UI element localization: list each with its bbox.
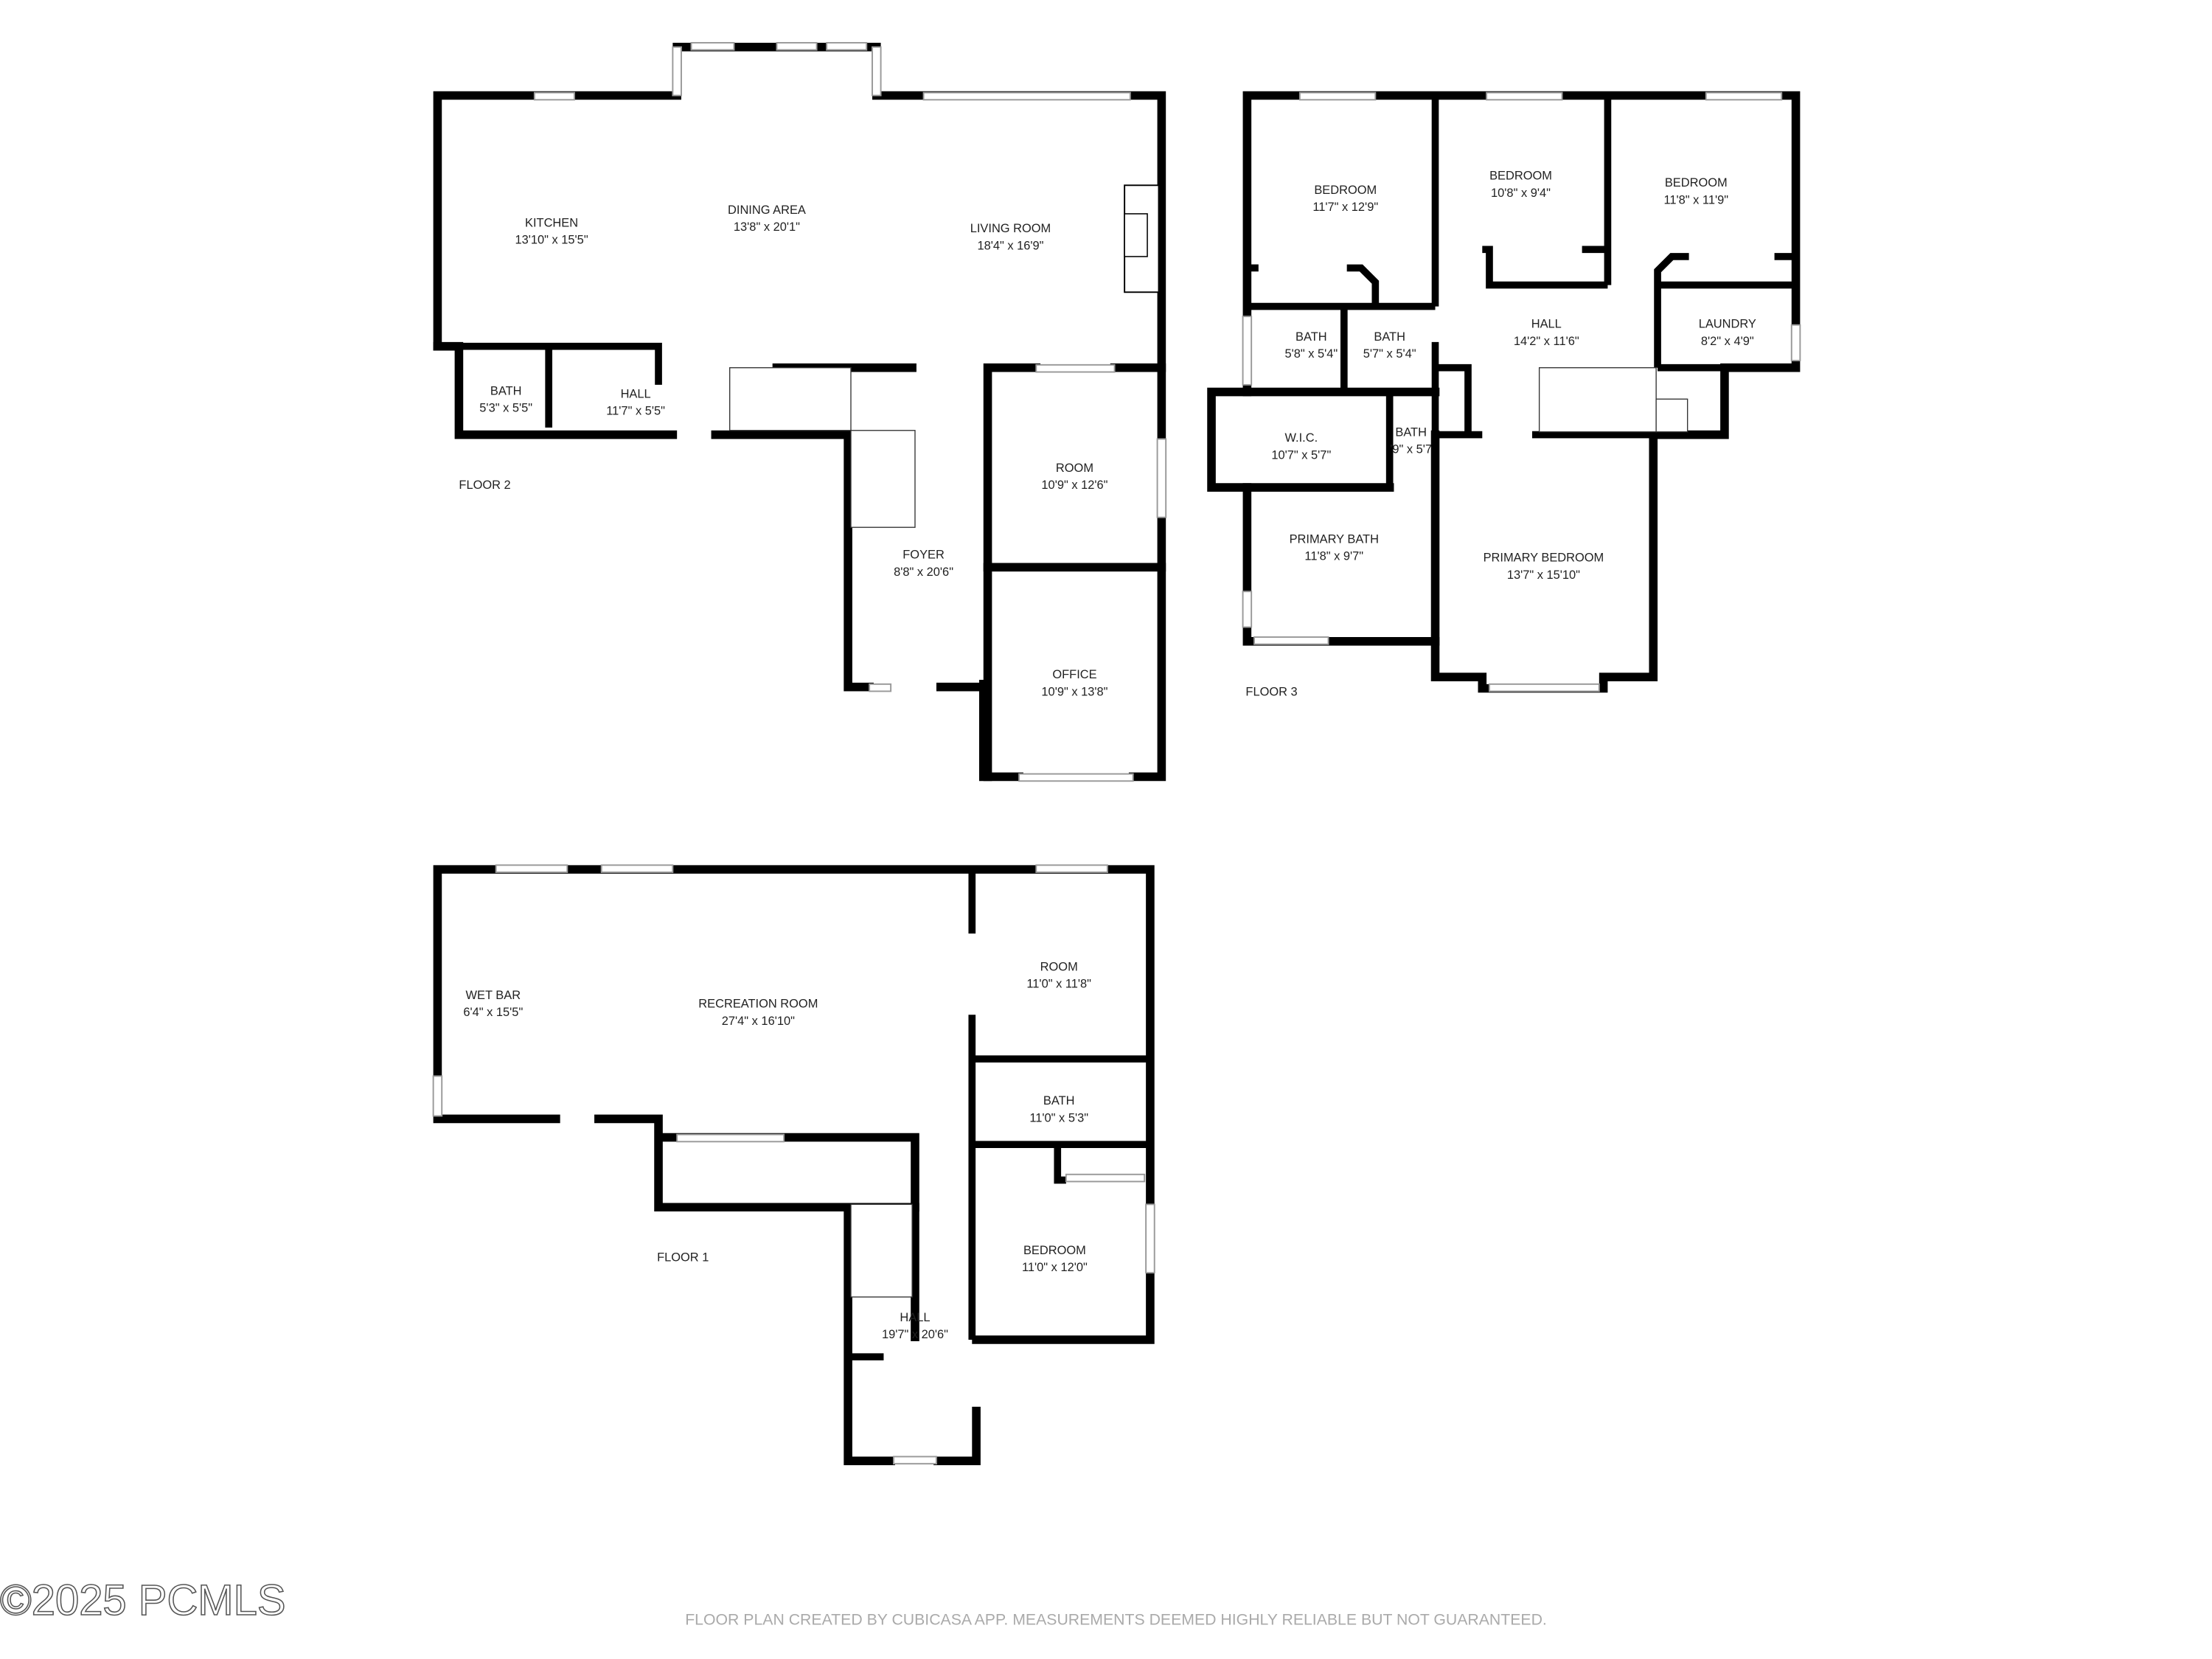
room-size: 10'9" x 13'8" — [1041, 685, 1107, 698]
room-name: BATH — [1395, 425, 1427, 439]
floor-3-windows — [1242, 91, 1801, 692]
room-name: HALL — [621, 387, 651, 400]
room-size: 11'0" x 5'3" — [1029, 1111, 1088, 1124]
room-size: 10'9" x 12'6" — [1041, 479, 1107, 492]
watermark: ©2025 PCMLS — [0, 1577, 286, 1624]
room-size: 11'7" x 5'5" — [606, 405, 665, 418]
room-size: 5'7" x 5'4" — [1363, 347, 1416, 361]
floor-3-stairs — [1538, 367, 1688, 433]
room-size: 13'10" x 15'5" — [515, 234, 588, 247]
room-size: 11'8" x 11'9" — [1663, 193, 1728, 206]
room-name: BATH — [490, 384, 522, 397]
footer-disclaimer: FLOOR PLAN CREATED BY CUBICASA APP. MEAS… — [685, 1611, 1547, 1629]
room-name: FOYER — [902, 549, 945, 562]
room-size: 5'3" x 5'5" — [479, 402, 532, 415]
room-name: BATH — [1374, 330, 1405, 344]
room-size: 13'8" x 20'1" — [734, 220, 800, 234]
room-name: ROOM — [1056, 462, 1093, 475]
room-size: 10'7" x 5'7" — [1271, 448, 1331, 462]
floor-3-walls — [1207, 91, 1801, 693]
room-size: 11'0" x 12'0" — [1022, 1261, 1088, 1274]
room-size: 8'8" x 20'6" — [894, 566, 953, 579]
fireplace — [1124, 184, 1160, 293]
room-size: 10'8" x 9'4" — [1491, 187, 1551, 200]
floor-label: FLOOR 3 — [1245, 685, 1297, 698]
room-name: PRIMARY BATH — [1290, 532, 1379, 546]
room-name: OFFICE — [1052, 668, 1096, 681]
room-size: 13'7" x 15'10" — [1507, 568, 1580, 582]
room-name: WET BAR — [466, 989, 521, 1002]
room-size: 11'7" x 12'9" — [1312, 201, 1378, 214]
room-size: 14'2" x 11'6" — [1514, 335, 1579, 348]
floor-1-walls — [433, 865, 1155, 1466]
floor-2-windows — [533, 42, 1167, 782]
room-name: BEDROOM — [1023, 1244, 1086, 1257]
room-name: BEDROOM — [1489, 170, 1552, 183]
room-name: W.I.C. — [1284, 431, 1318, 445]
room-size: 19'7" x 20'6" — [882, 1328, 948, 1341]
room-size: 11'0" x 11'8" — [1026, 978, 1091, 991]
room-name: PRIMARY BEDROOM — [1484, 552, 1604, 565]
room-name: LAUNDRY — [1699, 318, 1756, 331]
room-name: DINING AREA — [728, 204, 806, 217]
room-name: RECREATION ROOM — [698, 998, 818, 1011]
room-name: BEDROOM — [1314, 184, 1377, 197]
floor-label: FLOOR 1 — [657, 1251, 709, 1265]
room-size: 8'2" x 4'9" — [1701, 335, 1754, 348]
floor-1-stairs — [850, 1203, 913, 1298]
room-name: KITCHEN — [525, 216, 578, 229]
room-size: 5'8" x 5'4" — [1284, 347, 1338, 361]
room-labels: KITCHEN 13'10" x 15'5" DINING AREA 13'8"… — [459, 170, 1756, 1342]
room-size: '9" x 5'7 — [1390, 443, 1432, 456]
room-name: LIVING ROOM — [970, 222, 1051, 235]
room-name: HALL — [900, 1311, 930, 1324]
floor-1-plan — [432, 864, 1155, 1466]
room-name: BATH — [1043, 1094, 1075, 1107]
room-size: 6'4" x 15'5" — [463, 1006, 523, 1019]
room-name: BEDROOM — [1665, 176, 1728, 189]
room-size: 27'4" x 16'10" — [722, 1015, 795, 1028]
floor-2-plan — [433, 42, 1167, 782]
floor-3-plan — [1207, 91, 1801, 693]
room-size: 11'8" x 9'7" — [1304, 550, 1363, 563]
room-size: 18'4" x 16'9" — [977, 239, 1043, 252]
floor-label: FLOOR 2 — [459, 479, 510, 492]
room-name: ROOM — [1040, 960, 1078, 973]
room-name: HALL — [1531, 318, 1562, 331]
floor-2-stairs — [729, 367, 916, 528]
room-name: BATH — [1295, 330, 1327, 344]
floor-1-windows — [432, 864, 1155, 1465]
